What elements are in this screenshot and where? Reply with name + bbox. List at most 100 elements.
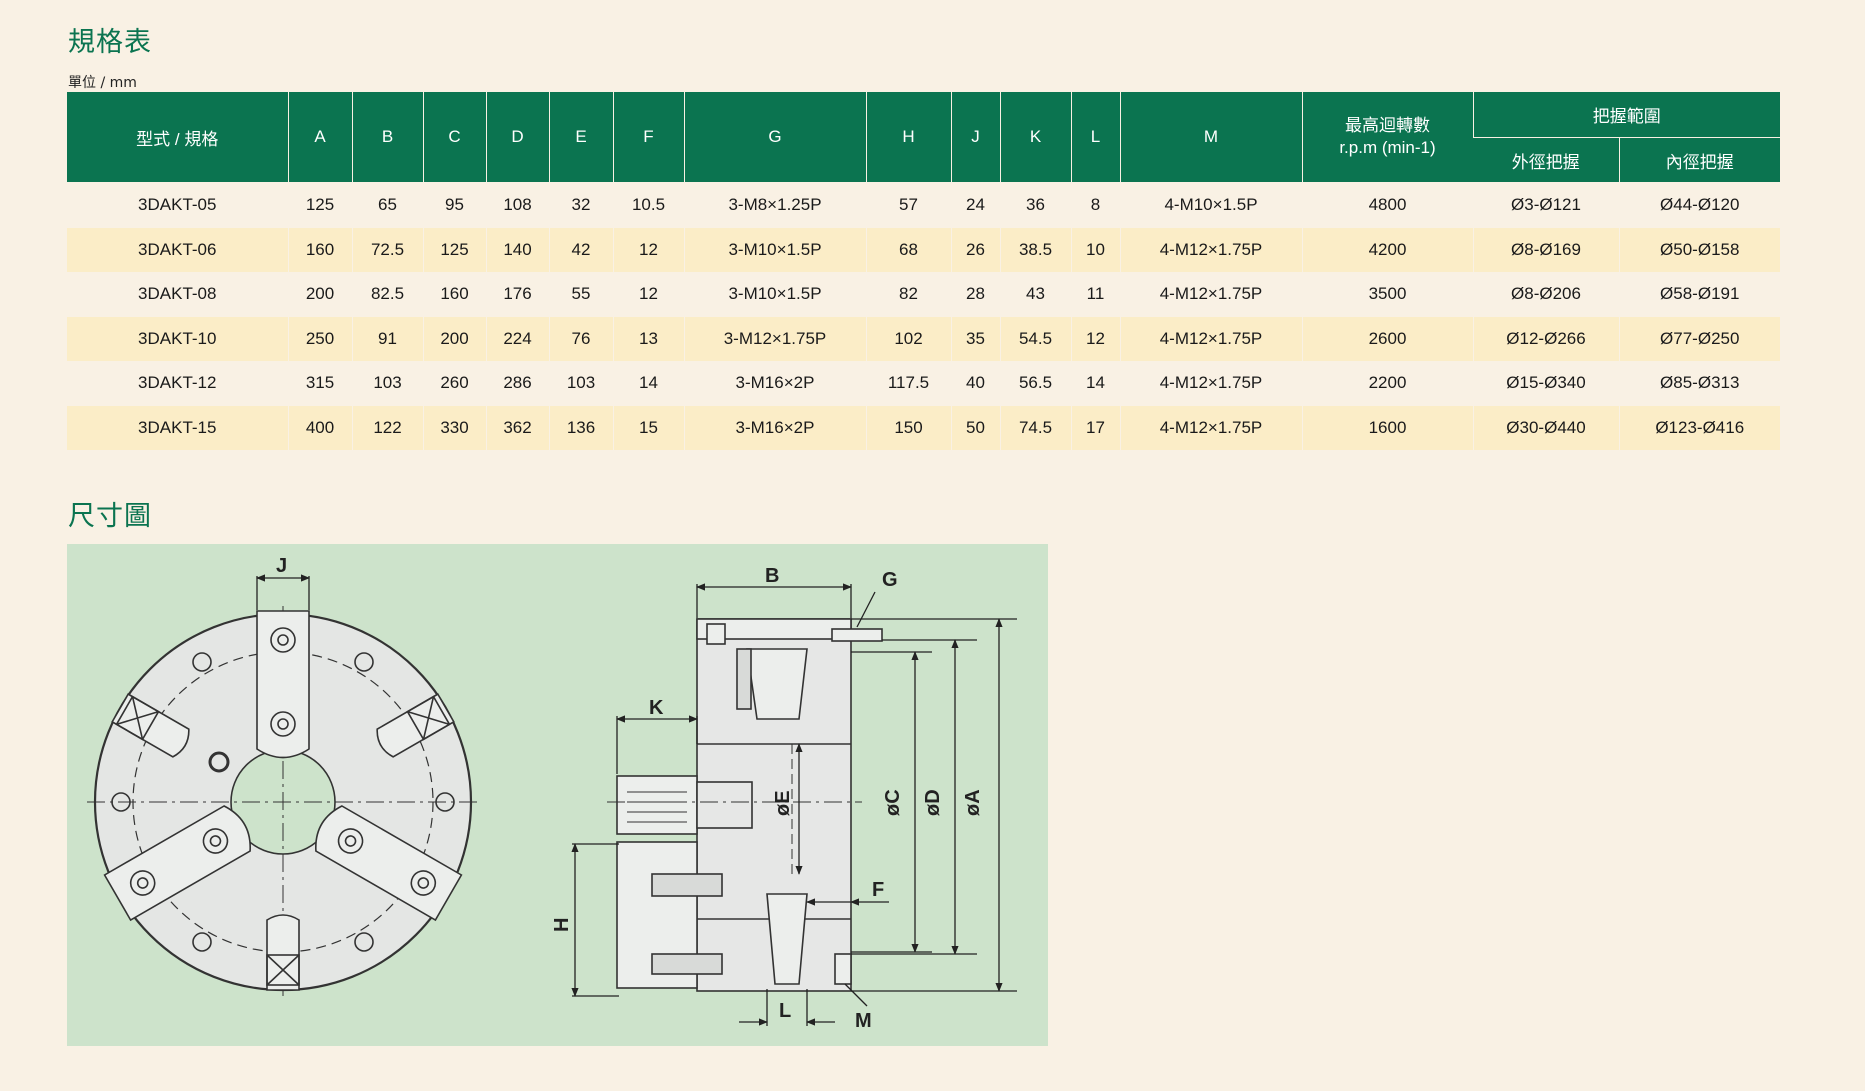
table-cell: 3-M16×2P [683, 405, 866, 450]
table-cell: 102 [865, 316, 951, 361]
table-cell: 200 [287, 272, 352, 317]
header-model: 型式 / 規格 [67, 92, 288, 183]
table-cell: 117.5 [865, 361, 951, 406]
table-cell: 82.5 [351, 272, 423, 317]
table-cell: 12 [1070, 316, 1120, 361]
table-cell: 4-M12×1.75P [1119, 272, 1302, 317]
table-cell: 28 [950, 272, 1000, 317]
header-j: J [950, 92, 1000, 183]
header-b: B [351, 92, 423, 183]
table-cell: 65 [351, 182, 423, 228]
label-l: L [779, 1000, 791, 1022]
header-rpm: 最高迴轉數 r.p.m (min-1) [1301, 92, 1473, 183]
table-cell: 4-M12×1.75P [1119, 227, 1302, 272]
model-cell: 3DAKT-06 [67, 227, 288, 272]
table-cell: 95 [422, 182, 486, 228]
dimension-drawing: J B [67, 544, 1048, 1046]
table-cell: 125 [287, 182, 352, 228]
table-cell: 4-M12×1.75P [1119, 316, 1302, 361]
table-cell: 4200 [1301, 227, 1473, 272]
table-cell: 103 [351, 361, 423, 406]
header-h: H [865, 92, 951, 183]
table-cell: 3-M10×1.5P [683, 227, 866, 272]
table-cell: 150 [865, 405, 951, 450]
table-cell: 160 [287, 227, 352, 272]
table-cell: 91 [351, 316, 423, 361]
label-c: øC [882, 789, 904, 816]
spec-title: 規格表 [68, 27, 152, 58]
table-cell: 136 [548, 405, 613, 450]
table-cell: 3-M8×1.25P [683, 182, 866, 228]
header-outer-grip: 外徑把握 [1473, 137, 1619, 183]
table-cell: 224 [485, 316, 549, 361]
chuck-front-view [87, 606, 479, 998]
table-cell: 4-M12×1.75P [1119, 361, 1302, 406]
table-cell: 82 [865, 272, 951, 317]
label-k: K [649, 697, 664, 719]
bolt-holes [111, 652, 455, 952]
model-cell: 3DAKT-12 [67, 361, 288, 406]
table-cell: 54.5 [999, 316, 1071, 361]
table-cell: Ø3-Ø121 [1472, 182, 1619, 228]
table-cell: 108 [485, 182, 549, 228]
table-cell: 250 [287, 316, 352, 361]
table-cell: Ø58-Ø191 [1618, 272, 1780, 317]
table-cell: 3-M16×2P [683, 361, 866, 406]
table-cell: 11 [1070, 272, 1120, 317]
header-g: G [683, 92, 866, 183]
unit-label: 單位 / mm [68, 75, 137, 91]
dimension-drawing-svg: J B [87, 555, 1017, 1032]
table-cell: 15 [612, 405, 684, 450]
table-cell: 12 [612, 227, 684, 272]
table-cell: 3-M10×1.5P [683, 272, 866, 317]
table-cell: 32 [548, 182, 613, 228]
table-cell: Ø77-Ø250 [1618, 316, 1780, 361]
table-cell: 3500 [1301, 272, 1473, 317]
header-e: E [548, 92, 613, 183]
jaw-top [256, 610, 310, 759]
table-cell: 260 [422, 361, 486, 406]
table-cell: 286 [485, 361, 549, 406]
header-l: L [1070, 92, 1120, 183]
table-cell: 4-M12×1.75P [1119, 405, 1302, 450]
table-cell: 10 [1070, 227, 1120, 272]
jaw-left [315, 805, 463, 922]
table-cell: 122 [351, 405, 423, 450]
label-b: B [765, 565, 779, 587]
table-cell: 2200 [1301, 361, 1473, 406]
model-cell: 3DAKT-08 [67, 272, 288, 317]
table-cell: 17 [1070, 405, 1120, 450]
header-grip-range: 把握範圍 [1472, 92, 1780, 138]
table-cell: 3-M12×1.75P [683, 316, 866, 361]
model-cell: 3DAKT-05 [67, 182, 288, 228]
table-cell: 40 [950, 361, 1000, 406]
table-cell: 56.5 [999, 361, 1071, 406]
label-g: G [882, 569, 898, 591]
header-a: A [287, 92, 352, 183]
table-cell: 400 [287, 405, 352, 450]
table-cell: 13 [612, 316, 684, 361]
table-cell: 42 [548, 227, 613, 272]
header-rpm-line2: r.p.m (min-1) [1339, 138, 1436, 157]
model-cell: 3DAKT-15 [67, 405, 288, 450]
table-cell: 24 [950, 182, 1000, 228]
table-cell: 36 [999, 182, 1071, 228]
header-k: K [999, 92, 1071, 183]
label-e: øE [772, 790, 794, 816]
table-cell: 12 [612, 272, 684, 317]
table-cell: 10.5 [612, 182, 684, 228]
table-cell: 362 [485, 405, 549, 450]
table-cell: 2600 [1301, 316, 1473, 361]
table-cell: 57 [865, 182, 951, 228]
table-cell: 72.5 [351, 227, 423, 272]
table-cell: 200 [422, 316, 486, 361]
table-cell: 125 [422, 227, 486, 272]
table-cell: 8 [1070, 182, 1120, 228]
chuck-side-view [607, 618, 883, 992]
header-f: F [612, 92, 684, 183]
table-cell: 14 [1070, 361, 1120, 406]
label-h: H [551, 918, 573, 932]
